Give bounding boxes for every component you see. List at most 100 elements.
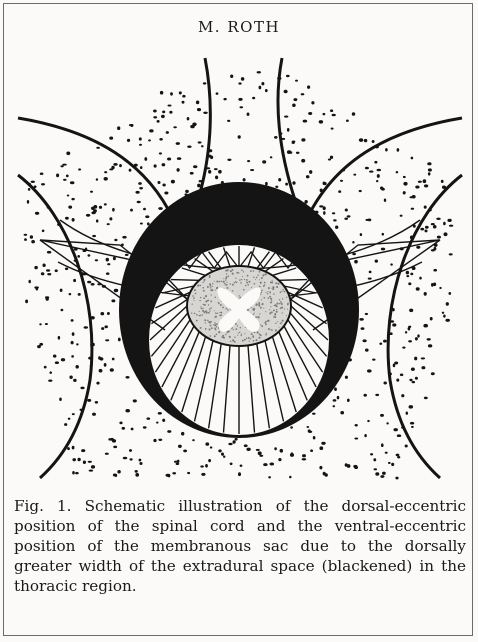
stipple-dot [161, 115, 165, 118]
stipple-dot [259, 86, 262, 90]
stipple-dot [265, 182, 268, 186]
stipple-dot [287, 128, 290, 132]
stipple-dot [411, 367, 415, 370]
cord-stipple-dot [269, 296, 271, 298]
stipple-dot [70, 181, 75, 184]
cord-stipple-dot [210, 294, 211, 295]
stipple-dot [190, 172, 194, 175]
stipple-dot [284, 116, 288, 118]
stipple-dot [295, 80, 298, 82]
cord-stipple-dot [212, 286, 213, 287]
stipple-dot [374, 468, 377, 470]
stipple-dot [347, 215, 351, 217]
stipple-dot [117, 126, 120, 130]
stipple-dot [384, 198, 386, 201]
cord-stipple-dot [205, 295, 207, 297]
cord-stipple-dot [273, 309, 275, 311]
cord-stipple-dot [202, 287, 204, 289]
stipple-dot [419, 277, 422, 280]
cord-stipple-dot [215, 324, 216, 325]
stipple-dot [301, 159, 305, 163]
cord-stipple-dot [266, 333, 267, 334]
stipple-dot [257, 71, 261, 73]
cord-stipple-dot [265, 273, 267, 275]
stipple-dot [73, 279, 76, 282]
stipple-dot [354, 466, 358, 469]
stipple-dot [218, 170, 222, 174]
cord-stipple-dot [261, 292, 263, 294]
stipple-dot [140, 166, 143, 169]
stipple-dot [156, 422, 158, 424]
stipple-dot [227, 120, 230, 122]
stipple-dot [177, 157, 182, 160]
stipple-dot [377, 174, 380, 178]
cord-stipple-dot [255, 279, 256, 280]
stipple-dot [160, 91, 163, 95]
cord-stipple-dot [253, 314, 254, 315]
stipple-dot [402, 347, 405, 349]
stipple-dot [109, 217, 112, 220]
stipple-dot [41, 183, 45, 185]
stipple-dot [332, 212, 335, 214]
cord-stipple-dot [256, 277, 257, 278]
stipple-dot [170, 92, 173, 95]
stipple-dot [373, 458, 376, 461]
stipple-dot [169, 111, 172, 114]
cord-stipple-dot [209, 276, 211, 278]
cord-stipple-dot [241, 334, 242, 335]
stipple-dot [96, 178, 98, 181]
stipple-dot [210, 446, 213, 448]
stipple-dot [289, 151, 292, 154]
cord-stipple-dot [258, 303, 260, 305]
stipple-dot [153, 439, 156, 442]
radial-strand [171, 280, 199, 281]
stipple-dot [73, 379, 76, 382]
stipple-dot [381, 248, 385, 251]
stipple-dot [131, 428, 134, 431]
cord-stipple-dot [260, 282, 262, 284]
cord-stipple-dot [208, 312, 210, 314]
stipple-dot [436, 218, 440, 220]
stipple-dot [111, 299, 115, 302]
cord-stipple-dot [249, 341, 250, 342]
stipple-dot [280, 449, 283, 453]
stipple-dot [60, 165, 63, 167]
stipple-dot [424, 292, 427, 296]
stipple-dot [110, 368, 114, 372]
stipple-dot [95, 259, 98, 261]
stipple-dot [408, 326, 411, 328]
stipple-dot [84, 326, 88, 328]
stipple-dot [441, 180, 444, 183]
stipple-dot [203, 82, 207, 84]
stipple-dot [418, 181, 422, 183]
cord-stipple-dot [194, 289, 196, 291]
stipple-dot [144, 157, 147, 161]
stipple-dot [66, 175, 69, 178]
cord-stipple-dot [277, 321, 278, 322]
stipple-dot [91, 283, 95, 286]
stipple-dot [412, 381, 415, 383]
stipple-dot [403, 176, 406, 178]
stipple-dot [96, 382, 99, 385]
stipple-dot [228, 443, 232, 445]
stipple-dot [149, 129, 153, 132]
stipple-dot [101, 327, 104, 330]
cord-stipple-dot [209, 283, 211, 285]
stipple-dot [182, 101, 185, 104]
stipple-dot [176, 142, 180, 145]
cord-stipple-dot [246, 281, 247, 282]
cord-stipple-dot [239, 295, 240, 296]
stipple-dot [71, 355, 74, 358]
cord-stipple-dot [286, 297, 287, 298]
cord-stipple-dot [256, 339, 258, 341]
stipple-dot [166, 474, 171, 477]
stipple-dot [162, 111, 165, 114]
stipple-dot [274, 136, 278, 139]
cord-stipple-dot [230, 341, 231, 342]
stipple-dot [177, 460, 180, 463]
stipple-dot [367, 420, 370, 422]
stipple-dot [96, 147, 100, 149]
stipple-dot [379, 343, 382, 345]
stipple-dot [35, 212, 39, 215]
stipple-dot [223, 98, 226, 101]
